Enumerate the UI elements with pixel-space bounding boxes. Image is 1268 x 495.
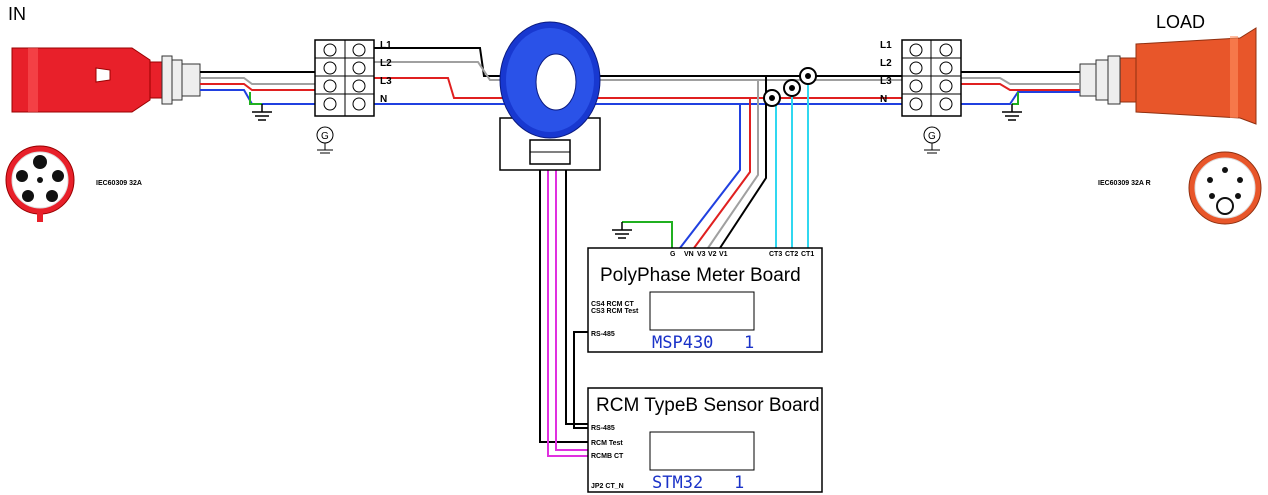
terminal-left-L2: L2 xyxy=(380,58,392,69)
terminal-right-L2: L2 xyxy=(880,58,892,69)
current-clamp-ct3-icon xyxy=(763,89,781,107)
label-load: LOAD xyxy=(1156,12,1205,32)
terminal-left-L1: L1 xyxy=(380,40,392,51)
connector-in-label: IEC60309 32A xyxy=(96,180,142,187)
meter-board xyxy=(587,247,823,353)
current-clamp-ct2-icon xyxy=(783,79,801,97)
terminal-left-L3: L3 xyxy=(380,76,392,87)
terminal-right-L3: L3 xyxy=(880,76,892,87)
output-plug-face-icon xyxy=(1188,151,1262,225)
terminal-block-right xyxy=(901,39,962,117)
meter-pin-ct3: CT3 xyxy=(769,251,782,258)
svg-text:G: G xyxy=(928,131,936,142)
rcm-board-chip-index: 1 xyxy=(734,473,744,493)
rcm-pin-rcm-test: RCM Test xyxy=(591,440,623,447)
terminal-block-left xyxy=(314,39,375,117)
meter-board-chip-index: 1 xyxy=(744,333,754,353)
bus-wires xyxy=(200,47,1080,457)
meter-pin-v2: V2 xyxy=(708,251,717,258)
connector-out-label: IEC60309 32A R xyxy=(1098,180,1151,187)
meter-pin-g: G xyxy=(670,251,676,258)
meter-pin-v1: V1 xyxy=(719,251,728,258)
rcm-pin-rs485: RS-485 xyxy=(591,425,615,432)
ground-icon-right xyxy=(1002,104,1022,121)
rcm-board-chip: STM32 xyxy=(652,473,703,493)
toroid-ct-icon xyxy=(499,21,601,171)
terminal-left-N: N xyxy=(380,94,387,105)
terminal-right-L1: L1 xyxy=(880,40,892,51)
meter-pin-rs485: RS-485 xyxy=(591,331,615,338)
meter-pin-ct1: CT1 xyxy=(801,251,814,258)
meter-board-chip: MSP430 xyxy=(652,333,713,353)
ground-icon-left xyxy=(252,104,272,121)
meter-board-title: PolyPhase Meter Board xyxy=(600,265,801,286)
ground-g-icon-right: G xyxy=(923,126,941,154)
meter-pin-cs4: CS4 RCM CT xyxy=(591,301,635,308)
label-in: IN xyxy=(8,4,26,24)
ground-icon-meter xyxy=(612,222,632,239)
rcm-pin-rcmb-ct: RCMB CT xyxy=(591,453,624,460)
meter-pin-vn: VN xyxy=(684,251,694,258)
input-plug-face-icon xyxy=(5,145,75,222)
ground-g-icon-left: G xyxy=(316,126,334,154)
meter-pin-cs3: CS3 RCM Test xyxy=(591,308,639,315)
rcm-board-title: RCM TypeB Sensor Board xyxy=(596,395,820,416)
meter-pin-v3: V3 xyxy=(697,251,706,258)
svg-text:G: G xyxy=(321,131,329,142)
input-plug-icon xyxy=(11,47,201,113)
terminal-right-N: N xyxy=(880,94,887,105)
rcm-board xyxy=(587,387,823,493)
output-plug-icon xyxy=(1079,27,1257,125)
meter-pin-ct2: CT2 xyxy=(785,251,798,258)
current-clamp-ct1-icon xyxy=(799,67,817,85)
rcm-pin-jp2: JP2 CT_N xyxy=(591,483,624,490)
